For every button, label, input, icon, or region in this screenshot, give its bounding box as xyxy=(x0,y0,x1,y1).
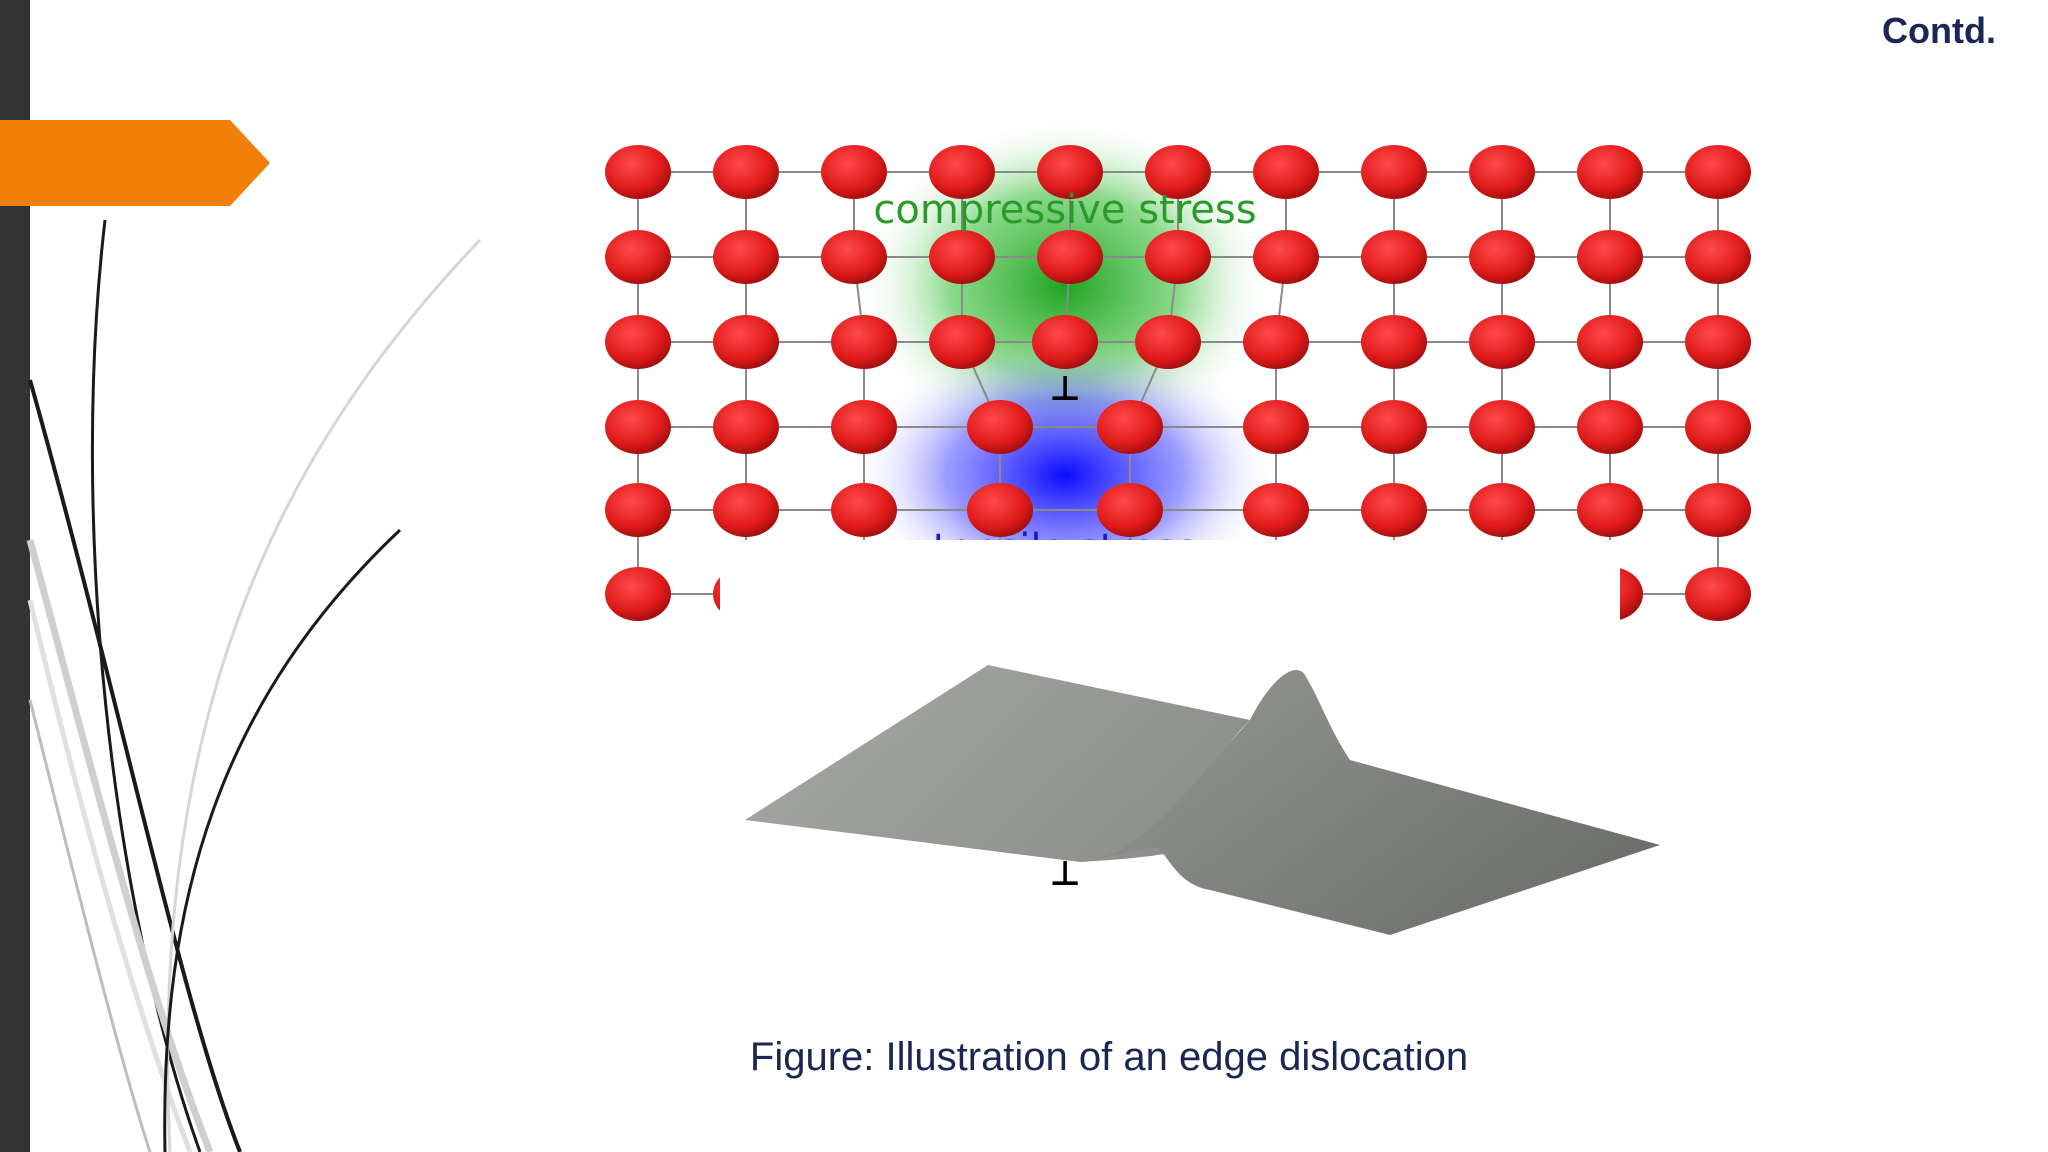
lattice-atom xyxy=(1469,145,1535,199)
lattice-atom xyxy=(1253,230,1319,284)
lattice-atom xyxy=(1145,145,1211,199)
lattice-atom xyxy=(1685,400,1751,454)
lattice-atom xyxy=(605,315,671,369)
figure-caption: Figure: Illustration of an edge dislocat… xyxy=(749,1035,1469,1079)
lattice-atom xyxy=(1243,483,1309,537)
lattice-atom xyxy=(929,230,995,284)
lattice-atom xyxy=(1037,145,1103,199)
lattice-atom xyxy=(929,145,995,199)
lattice-atom xyxy=(1243,400,1309,454)
lattice-atom xyxy=(1469,315,1535,369)
compressive-stress-label: compressive stress xyxy=(873,187,1256,233)
lattice-atom xyxy=(821,145,887,199)
lattice-atom xyxy=(1097,400,1163,454)
lattice-atom xyxy=(831,400,897,454)
lattice-atom xyxy=(713,145,779,199)
lattice-atom xyxy=(713,230,779,284)
lattice-atom xyxy=(1685,145,1751,199)
lattice-atom xyxy=(1577,145,1643,199)
lattice-atom xyxy=(605,567,671,621)
lattice-atom xyxy=(1685,230,1751,284)
lattice-atom xyxy=(1577,400,1643,454)
lattice-atom xyxy=(1685,567,1751,621)
lattice-atom xyxy=(1469,230,1535,284)
lattice-atoms xyxy=(605,145,1751,621)
lattice-atom xyxy=(1361,230,1427,284)
lattice-atom xyxy=(1145,230,1211,284)
lattice-atom xyxy=(831,483,897,537)
lattice-atom xyxy=(831,315,897,369)
lattice-atom xyxy=(605,230,671,284)
lattice-atom xyxy=(605,145,671,199)
lattice-atom xyxy=(1135,315,1201,369)
lattice-atom xyxy=(967,483,1033,537)
lattice-atom xyxy=(713,483,779,537)
lattice-atom xyxy=(713,315,779,369)
lattice-atom xyxy=(1469,400,1535,454)
lattice-atom xyxy=(929,315,995,369)
dislocation-symbol-lattice: ⊥ xyxy=(1049,369,1080,409)
lattice-atom xyxy=(1361,145,1427,199)
lattice-atom xyxy=(1253,145,1319,199)
lattice-atom xyxy=(967,400,1033,454)
lattice-atom xyxy=(1032,315,1098,369)
lattice-atom xyxy=(1577,315,1643,369)
lattice-atom xyxy=(1685,315,1751,369)
lattice-atom xyxy=(1361,315,1427,369)
lattice-atom xyxy=(821,230,887,284)
lattice-atom xyxy=(1685,483,1751,537)
lattice-atom xyxy=(1577,483,1643,537)
slide-title: Contd. xyxy=(1882,10,1996,51)
lattice-atom xyxy=(605,400,671,454)
lattice-atom xyxy=(1097,483,1163,537)
lattice-atom xyxy=(1361,483,1427,537)
lattice-atom xyxy=(713,400,779,454)
dislocation-surface-overlay: ⊥ xyxy=(720,540,1660,960)
orange-arrow-tab xyxy=(0,120,270,206)
lattice-atom xyxy=(1037,230,1103,284)
lattice-atom xyxy=(1469,483,1535,537)
lattice-atom xyxy=(605,483,671,537)
lattice-atom xyxy=(1361,400,1427,454)
lattice-atom xyxy=(1243,315,1309,369)
dislocation-symbol-surface: ⊥ xyxy=(1049,854,1080,894)
decorative-curves xyxy=(0,120,482,1152)
lattice-atom xyxy=(1577,230,1643,284)
